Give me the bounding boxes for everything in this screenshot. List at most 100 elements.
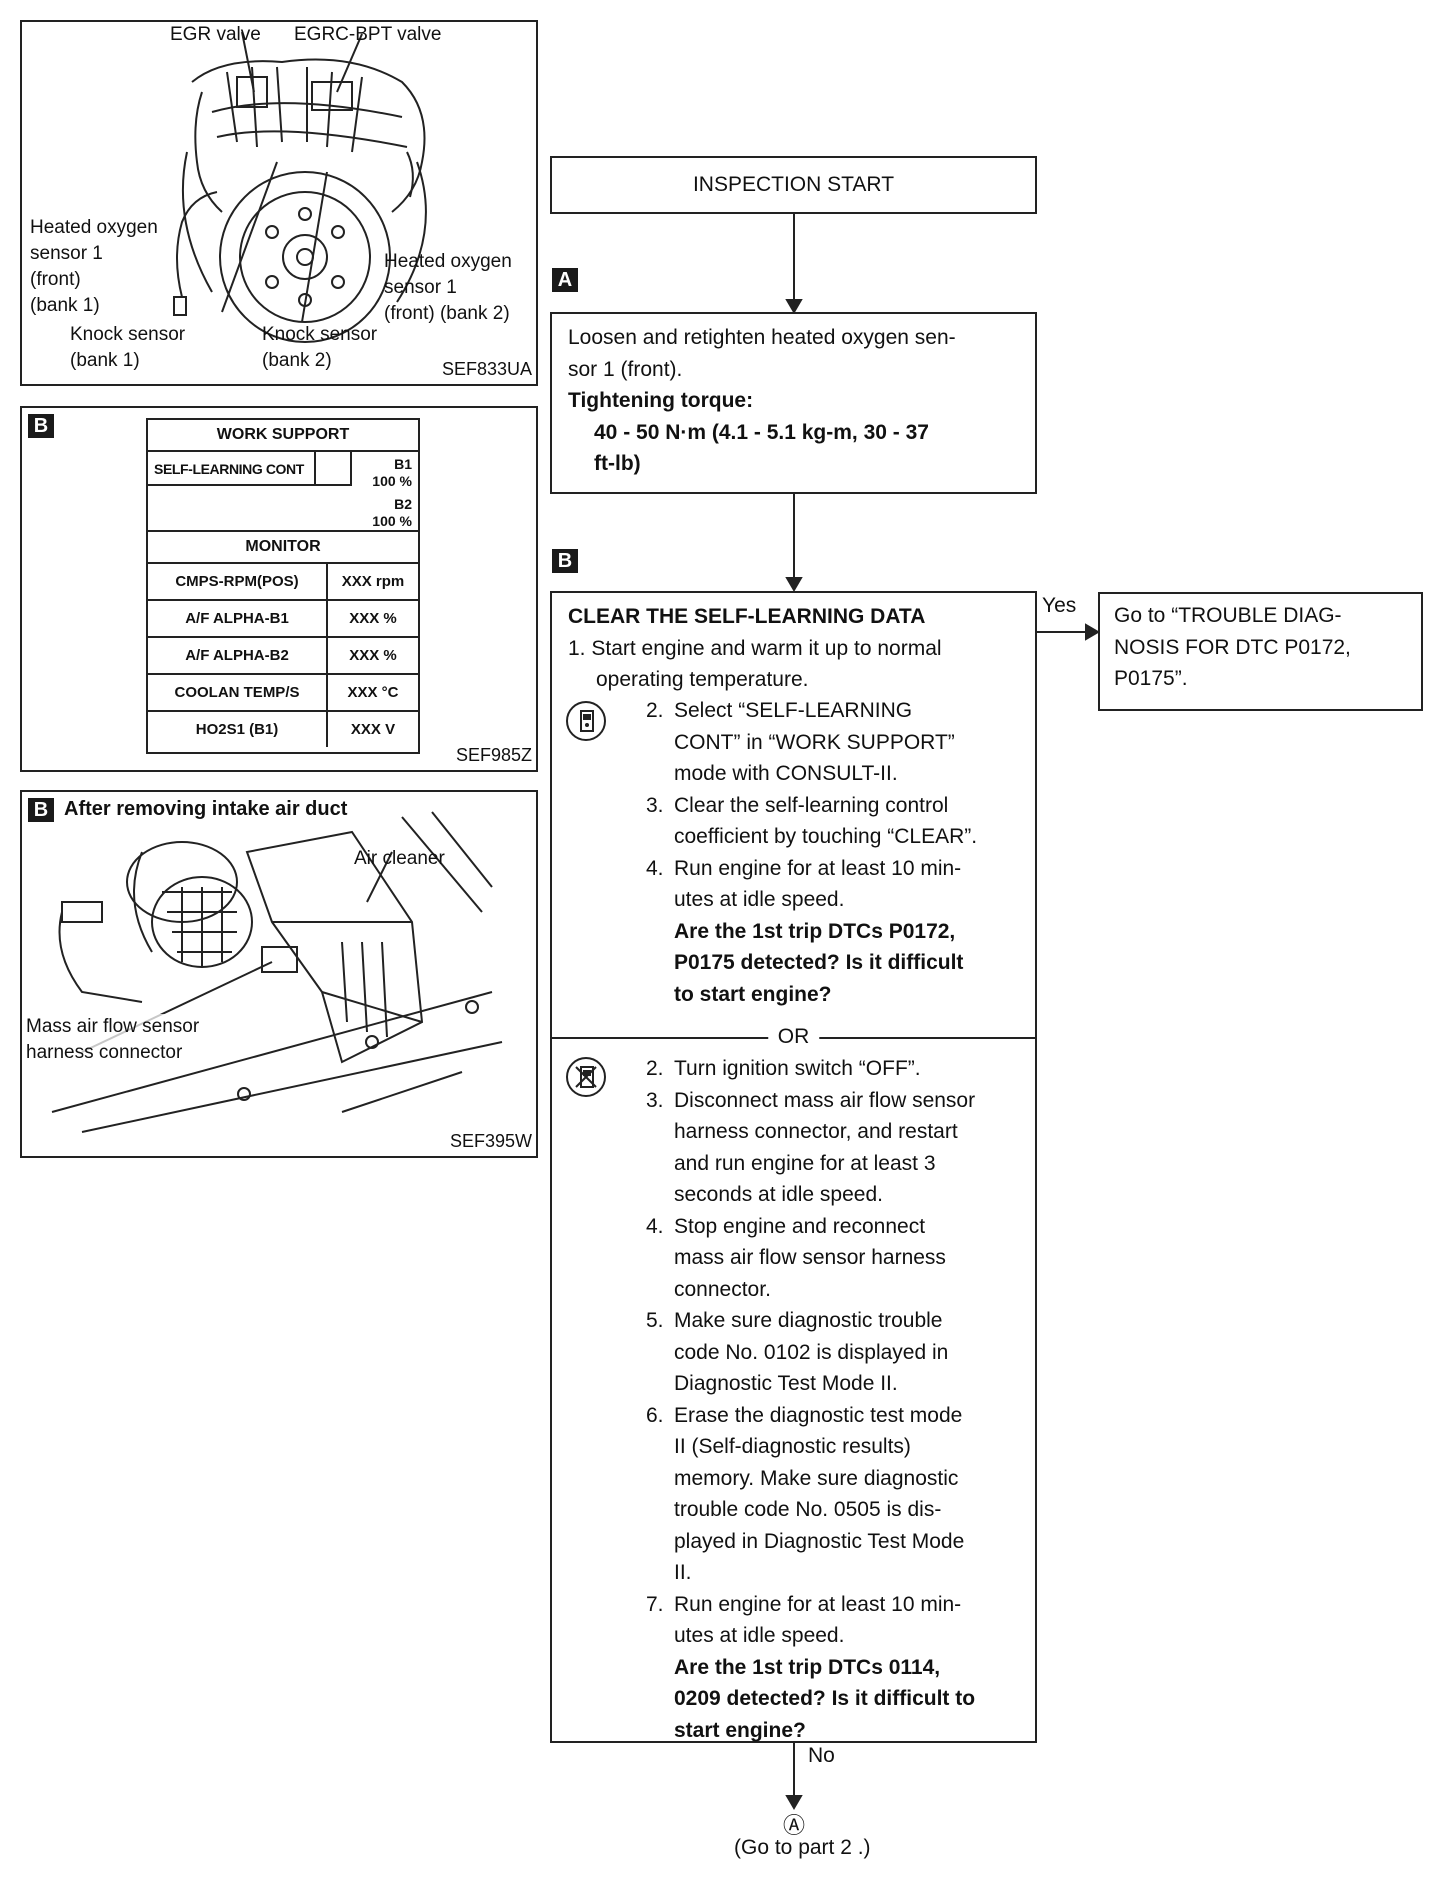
step-item-cont: seconds at idle speed. [674,1183,883,1206]
step-item-cont: Diagnostic Test Mode II. [674,1372,898,1395]
monitor-row: HO2S1 (B1) XXX V [148,712,418,747]
step-item-cont: CONT” in “WORK SUPPORT” [674,730,955,754]
decision-question: 0209 detected? Is it difficult to [674,1687,976,1710]
step-item-cont: played in Diagnostic Test Mode [674,1529,965,1553]
step-b-title: CLEAR THE SELF-LEARNING DATA [568,605,926,628]
step-number: 7. [646,1592,664,1616]
intake-drawing [51,811,503,1133]
step-item: 3.Disconnect mass air flow sensor [646,1085,1029,1117]
go-to-part-2: (Go to part 2 .) [734,1836,871,1859]
monitor-item-name: A/F ALPHA-B2 [148,638,328,673]
step-item: 5.Make sure diagnostic trouble [646,1305,1029,1337]
step-number: 4. [646,856,664,880]
ho2s-bank2-label: Heated oxygen sensor 1 (front) (bank 2) [384,251,512,324]
tag-b: B [28,414,54,438]
step-item-cont: coefficient by touching “CLEAR”. [674,825,978,848]
monitor-header: MONITOR [148,532,418,564]
step-b-box: CLEAR THE SELF-LEARNING DATA 1. Start en… [550,591,1037,1743]
knock-sensor-bank1-label: Knock sensor (bank 1) [70,324,186,371]
step-number: 2. [646,699,664,722]
step-number: 2. [646,1057,664,1080]
decision-question: start engine? [674,1718,806,1742]
step-item-cont: utes at idle speed. [674,888,845,911]
monitor-item-value: XXX % [349,610,397,627]
figure-code: SEF985Z [455,745,532,765]
torque-value: 40 - 50 N·m (4.1 - 5.1 kg-m, 30 - 37 [594,420,929,444]
b2-value: B2 100 % [372,496,412,529]
monitor-item-value: XXX % [349,647,397,664]
step-item-cont: trouble code No. 0505 is dis- [674,1498,942,1521]
step-item-cont: connector. [674,1277,771,1301]
yes-label: Yes [1042,594,1077,617]
egr-valve-label: EGR valve [170,24,261,45]
or-separator: OR [552,1024,1035,1050]
blank-cell [316,452,352,486]
step-item-cont: mass air flow sensor harness [674,1246,946,1269]
with-consult-steps: 2.Select “SELF-LEARNING CONT” in “WORK SU… [646,695,1029,1010]
torque-value: ft-lb) [594,452,641,475]
decision-question: Are the 1st trip DTCs P0172, [674,919,956,943]
step-1: 1. Start engine and warm it up to normal [568,636,942,660]
yes-target-line: P0175”. [1114,667,1188,690]
monitor-item-value: XXX rpm [341,573,405,590]
work-support-panel: B WORK SUPPORT SELF-LEARNING CONT B1 100… [20,406,538,772]
no-consult-tester-icon [566,1057,606,1097]
step-item-cont: II (Self-diagnostic results) [674,1435,911,1458]
engine-drawing [173,31,427,343]
maf-connector-label: Mass air flow sensor harness connector [26,1014,200,1066]
monitor-item-value: XXX V [350,721,396,738]
step-item: 3.Clear the self-learning control [646,790,1029,822]
figure-code: SEF833UA [441,359,532,379]
step-item-cont: harness connector, and restart [674,1120,958,1143]
figure-code: SEF395W [449,1131,532,1151]
step-item-cont: and run engine for at least 3 [674,1151,936,1175]
tag-b: B [28,798,54,822]
step-number: 4. [646,1214,664,1238]
without-consult-steps: 2.Turn ignition switch “OFF”.3.Disconnec… [646,1053,1029,1746]
inspection-start-label: INSPECTION START [692,173,895,196]
step-item-cont: II. [674,1561,692,1584]
work-support-screen: WORK SUPPORT SELF-LEARNING CONT B1 100 %… [146,418,420,754]
monitor-item-name: COOLAN TEMP/S [148,675,328,710]
intake-illustration-panel: B After removing intake air duct [20,790,538,1158]
monitor-row: COOLAN TEMP/S XXX °C [148,675,418,712]
monitor-item-value: XXX °C [347,684,399,701]
yes-target-line: NOSIS FOR DTC P0172, [1114,635,1351,659]
decision-question: Are the 1st trip DTCs 0114, [674,1655,941,1679]
step-a-box: Loosen and retighten heated oxygen sen- … [550,312,1037,494]
step-number: 5. [646,1309,664,1332]
step-number: 3. [646,1088,664,1112]
ho2s-bank1-label: Heated oxygen sensor 1 (front) (bank 1) [30,217,158,316]
step-item: 6.Erase the diagnostic test mode [646,1400,1029,1432]
step-item: 4.Run engine for at least 10 min- [646,853,1029,885]
yes-target-box: Go to “TROUBLE DIAG- NOSIS FOR DTC P0172… [1098,592,1423,711]
step-item-cont: memory. Make sure diagnostic [674,1466,959,1490]
work-support-header: WORK SUPPORT [148,420,418,452]
no-label: No [808,1744,835,1767]
or-label: OR [767,1024,820,1050]
monitor-item-name: HO2S1 (B1) [148,712,328,747]
egrc-bpt-valve-label: EGRC-BPT valve [294,24,442,45]
yes-target-line: Go to “TROUBLE DIAG- [1114,604,1342,627]
decision-question: to start engine? [674,982,832,1006]
monitor-row: CMPS-RPM(POS) XXX rpm [148,564,418,601]
intake-panel-title: After removing intake air duct [64,798,348,820]
step-1-cont: operating temperature. [596,668,809,691]
monitor-item-name: A/F ALPHA-B1 [148,601,328,636]
self-learning-row: SELF-LEARNING CONT B1 100 % B2 100 % [148,452,418,532]
step-number: 3. [646,793,664,817]
step-item: 7.Run engine for at least 10 min- [646,1589,1029,1621]
step-a-line: Loosen and retighten heated oxygen sen- [568,326,956,349]
connector-a: Ⓐ [783,1813,806,1838]
step-item-cont: utes at idle speed. [674,1624,845,1647]
self-learning-cont-cell: SELF-LEARNING CONT [148,452,316,486]
decision-question: P0175 detected? Is it difficult [674,951,964,974]
step-item-cont: mode with CONSULT-II. [674,762,898,785]
monitor-item-name: CMPS-RPM(POS) [148,564,328,599]
step-item: 2.Select “SELF-LEARNING [646,695,1029,727]
step-item-cont: code No. 0102 is displayed in [674,1340,949,1364]
knock-sensor-bank2-label: Knock sensor (bank 2) [262,324,378,371]
air-cleaner-label: Air cleaner [354,848,445,869]
